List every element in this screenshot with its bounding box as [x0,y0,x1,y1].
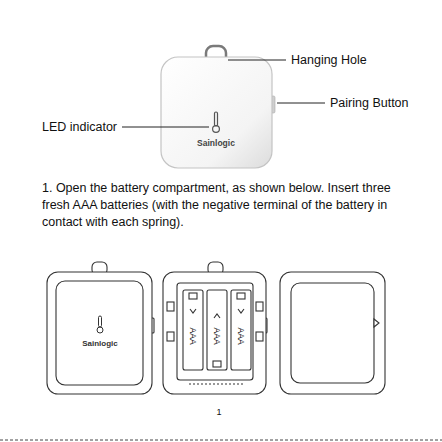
callout-label: LED indicator [42,120,117,135]
battery-label: AAA [236,327,246,344]
callout-label: Hanging Hole [291,53,367,68]
instruction-text: 1. Open the battery compartment, as show… [42,180,414,231]
brand-logo: Sainlogic [60,339,140,349]
page-number: 1 [209,407,229,418]
battery-compartment-view [163,262,267,394]
brand-logo: Sainlogic [176,138,256,148]
callout-label: Pairing Button [330,96,409,111]
page-edge [0,440,442,441]
device-front-view [47,262,154,394]
battery-label: AAA [212,327,222,344]
sensor-device [161,46,275,168]
battery-lid-view [280,272,385,394]
leader-lines [122,60,325,127]
battery-label: AAA [188,327,198,344]
